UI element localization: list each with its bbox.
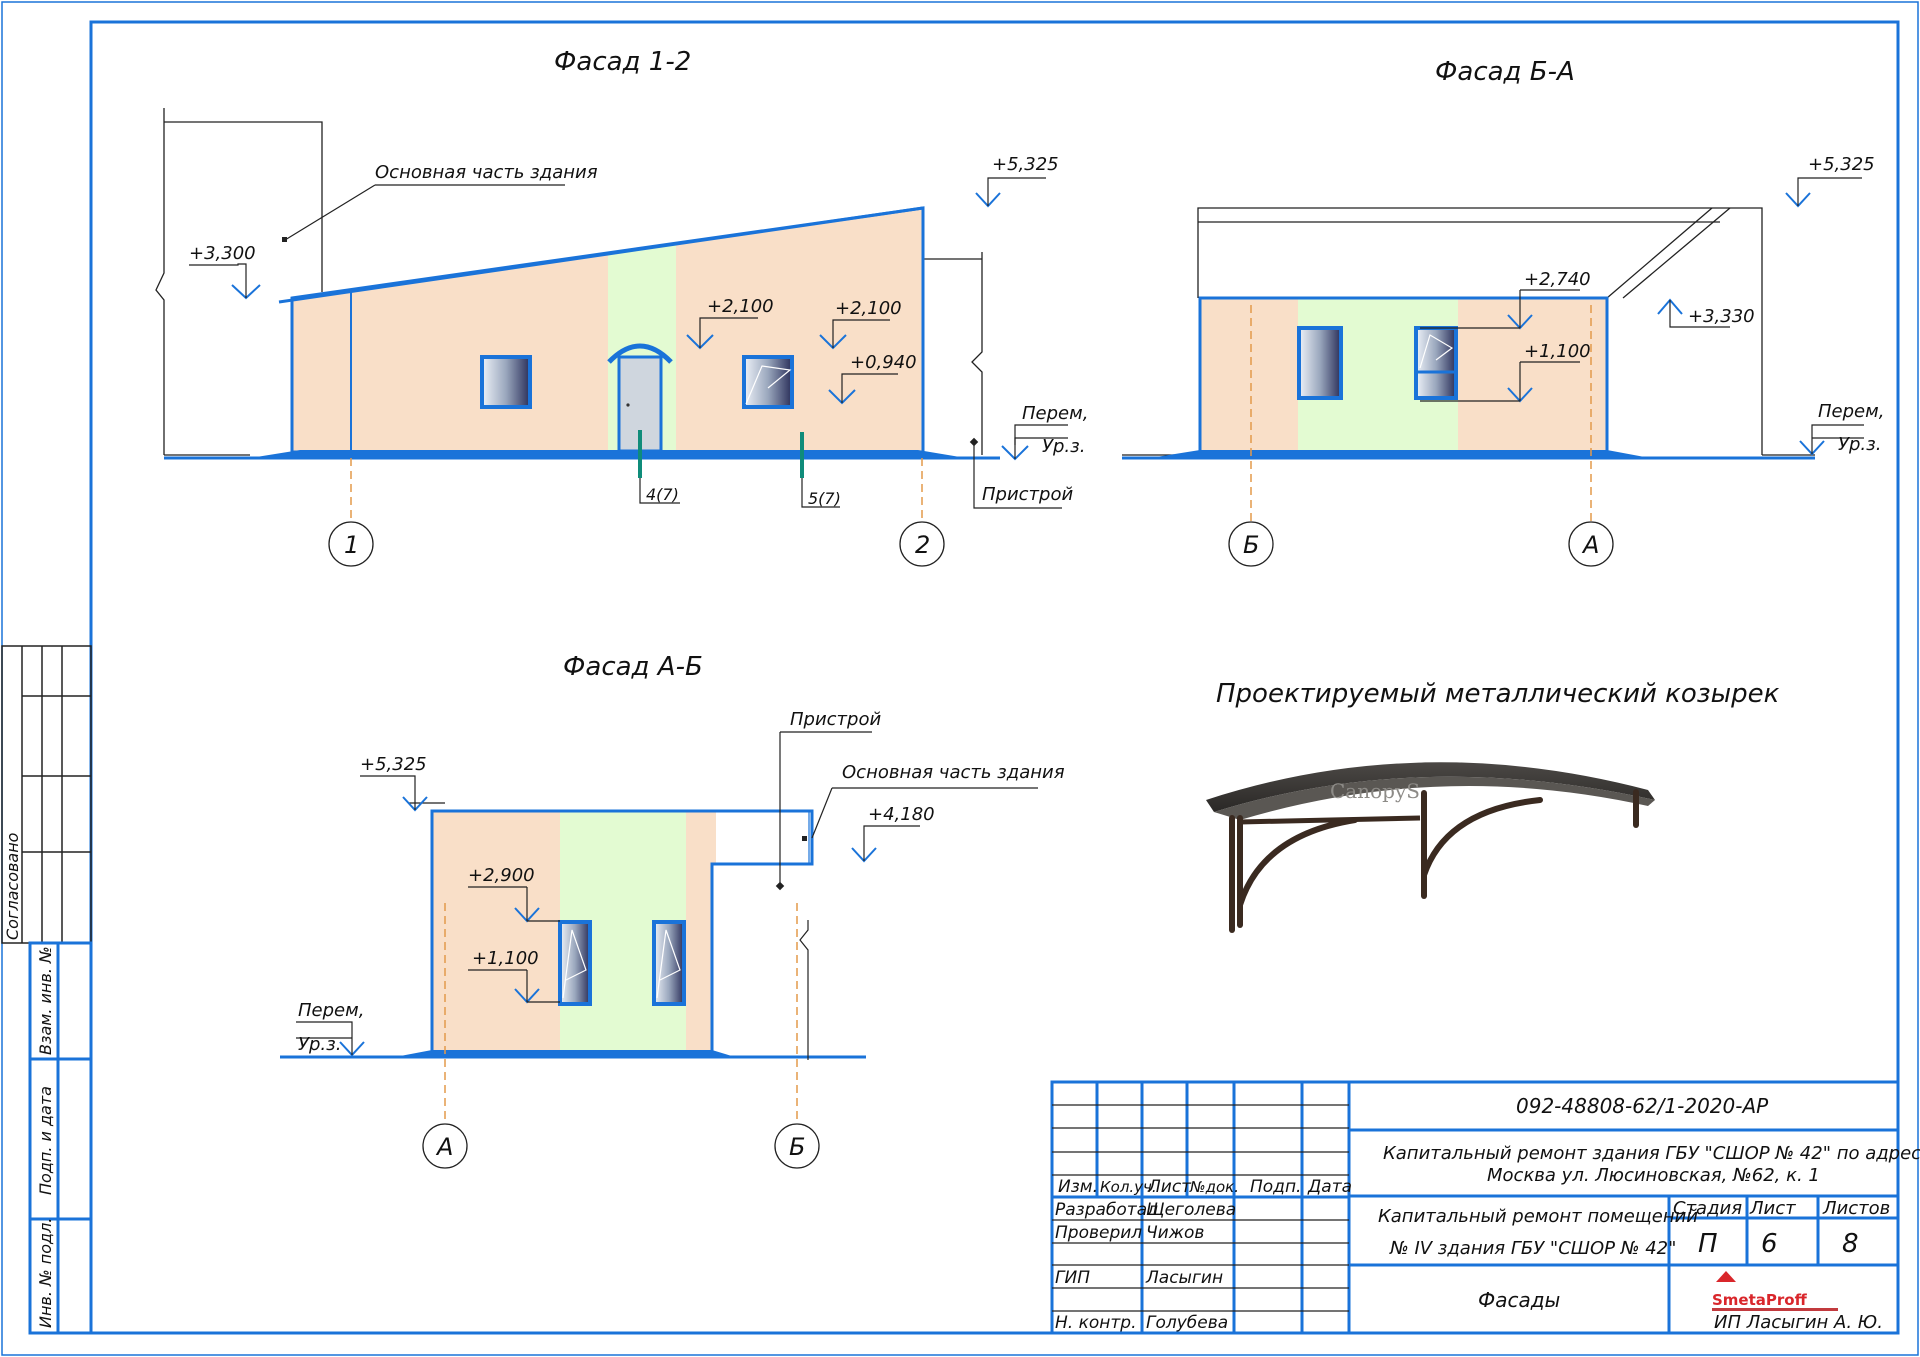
axis-ab-a: А (435, 1133, 453, 1161)
axis-b: Б (1243, 531, 1259, 559)
window-icon (480, 355, 532, 409)
elev-3300: +3,300 (189, 243, 256, 264)
elev-ba-top: +5,325 (1808, 154, 1875, 175)
mark-5-7: 5(7) (808, 489, 841, 508)
canopy-watermark: CanopyS (1330, 779, 1420, 803)
role-0: Разработал (1055, 1200, 1158, 1220)
elev-ab-top: +5,325 (360, 754, 427, 775)
canopy-illustration: Проектируемый металлический козырек Cano… (1206, 679, 1780, 933)
inv-label: Инв. № подл. (36, 1218, 55, 1328)
doc-code: 092-48808-62/1-2020-АР (1516, 1094, 1769, 1118)
perem-ba: Перем, (1818, 401, 1884, 422)
canopy-title: Проектируемый металлический козырек (1216, 679, 1780, 709)
axis-ab-b: Б (789, 1133, 805, 1161)
role-2: ГИП (1055, 1268, 1090, 1288)
window-icon (558, 920, 592, 1006)
mark-4-7: 4(7) (646, 485, 679, 504)
axis-bubble (328, 521, 374, 567)
facade-a-b: Фасад А-Б Пристрой Основная часть здания (280, 652, 1065, 1169)
elev-5325: +5,325 (992, 154, 1059, 175)
name-3: Голубева (1146, 1313, 1228, 1333)
role-3: Н. контр. (1055, 1313, 1136, 1333)
axis-2: 2 (915, 531, 930, 559)
pristroi-label: Пристрой (982, 484, 1073, 505)
col-kolvo: Кол.уч. (1100, 1178, 1157, 1196)
elev-ba-win-top: +2,740 (1524, 269, 1591, 290)
facade-b-a-title: Фасад Б-А (1435, 57, 1575, 87)
urz-ba: Ур.з. (1838, 434, 1881, 455)
urz-ab: Ур.з. (298, 1034, 341, 1055)
axis-1: 1 (344, 531, 359, 559)
facade-1-2: Фасад 1-2 (155, 47, 1088, 567)
side-stamp: Согласовано Взам. инв. № Подп. и дата Ин… (1, 645, 93, 1335)
axis-bubble (899, 521, 945, 567)
col-ndok: №док. (1189, 1178, 1239, 1196)
sheet-label: Лист (1749, 1198, 1796, 1219)
title-block: Изм. Кол.уч. Лист №док. Подп. Дата Разра… (1050, 1080, 1920, 1335)
project-line2: Москва ул. Люсиновская, №62, к. 1 (1487, 1165, 1820, 1186)
elev-ba-roof: +3,330 (1688, 306, 1755, 327)
facade-1-2-title: Фасад 1-2 (554, 47, 691, 77)
window-icon (1297, 326, 1343, 400)
axis-bubble (1568, 521, 1614, 567)
project-line1: Капитальный ремонт здания ГБУ "СШОР № 42… (1383, 1143, 1920, 1164)
axis-a: А (1581, 531, 1599, 559)
perem-label: Перем, (1022, 403, 1088, 424)
stage-value: П (1698, 1229, 1718, 1259)
podp-label: Подп. и дата (36, 1086, 55, 1195)
urz-label: Ур.з. (1042, 436, 1085, 457)
col-podp: Подп. (1250, 1177, 1301, 1197)
main-part-ab: Основная часть здания (842, 762, 1065, 783)
name-2: Ласыгин (1145, 1268, 1223, 1288)
elev-win2: +2,100 (835, 298, 902, 319)
vzam-label: Взам. инв. № (36, 946, 55, 1055)
sheets-value: 8 (1842, 1229, 1859, 1259)
sheet-name: Фасады (1478, 1288, 1560, 1312)
elev-ba-win-bot: +1,100 (1524, 341, 1591, 362)
stage-label: Стадия (1673, 1198, 1742, 1219)
name-0: Щеголева (1146, 1200, 1236, 1220)
window-icon (652, 920, 686, 1006)
window-icon (742, 355, 794, 409)
elev-sill: +0,940 (850, 352, 917, 373)
elev-ab-win-bot: +1,100 (472, 948, 539, 969)
elev-ab-win-top: +2,900 (468, 865, 535, 886)
object-line1: Капитальный ремонт помещений (1378, 1206, 1698, 1227)
company-name: ИП Ласыгин А. Ю. (1714, 1312, 1883, 1333)
company-logo: SmetaProff (1712, 1271, 1838, 1311)
axis-bubble (422, 1123, 468, 1169)
elev-ab-right: +4,180 (868, 804, 935, 825)
col-list: Лист (1147, 1177, 1192, 1197)
col-data: Дата (1307, 1177, 1352, 1197)
name-1: Чижов (1146, 1223, 1204, 1243)
sheets-label: Листов (1822, 1198, 1890, 1219)
axis-bubble (1228, 521, 1274, 567)
col-izm: Изм. (1058, 1177, 1098, 1197)
axis-bubble (774, 1123, 820, 1169)
facade-b-a: Фасад Б-А (1122, 57, 1884, 567)
perem-ab: Перем, (298, 1000, 364, 1021)
object-line2: № IV здания ГБУ "СШОР № 42" (1389, 1238, 1676, 1259)
agreed-label: Согласовано (3, 832, 22, 940)
sheet-value: 6 (1761, 1229, 1778, 1259)
role-1: Проверил (1055, 1223, 1142, 1243)
logo-text: SmetaProff (1712, 1291, 1808, 1309)
facade-a-b-title: Фасад А-Б (563, 652, 703, 682)
main-part-label: Основная часть здания (375, 162, 598, 183)
pristroi-ab: Пристрой (790, 709, 881, 730)
elev-win1: +2,100 (707, 296, 774, 317)
